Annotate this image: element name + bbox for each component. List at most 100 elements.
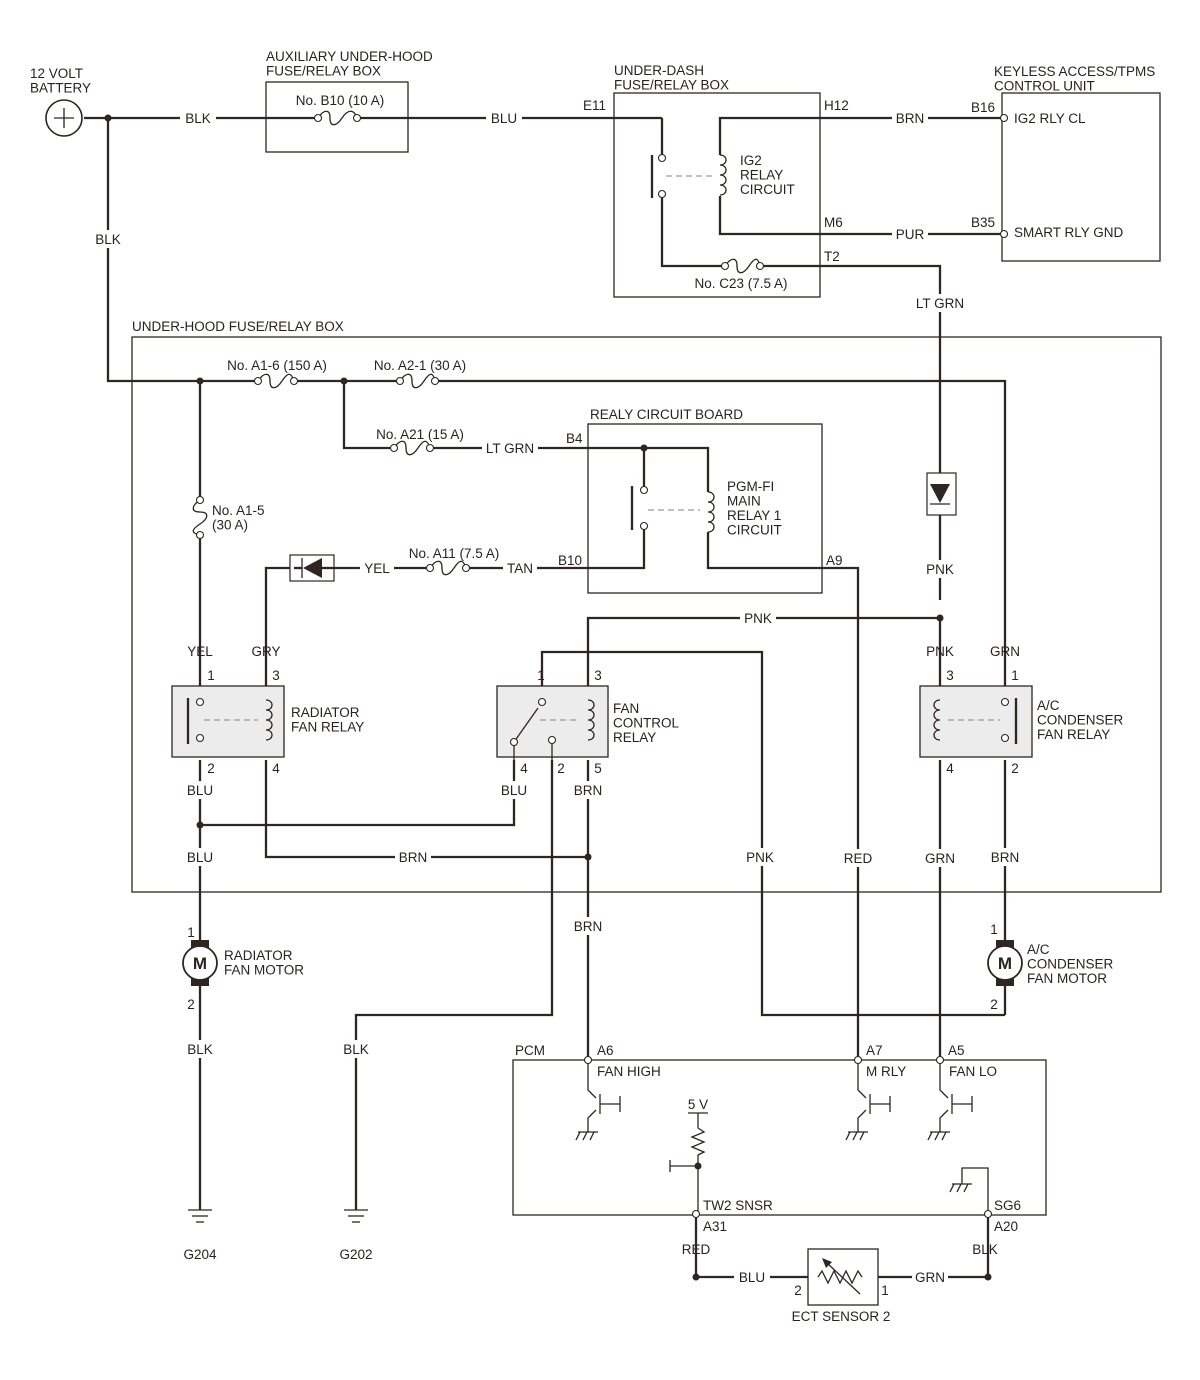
pcm-sg6-ground [949,1167,989,1214]
wire-label: YEL [364,561,390,576]
pin-label: B10 [558,553,582,568]
wire-label: BLK [95,232,121,247]
pgmfi-relay-symbol [630,485,715,533]
keyless-unit-outline [1001,92,1161,262]
pin-label: 1 [990,922,998,937]
wire-ltgrn-t2 [760,264,942,600]
pin-labels: E11 H12 M6 T2 B16 B35 IG2 RLY CL SMART R… [187,98,1123,1298]
pin-label: 2 [187,997,195,1012]
relay-board-outline [587,423,823,594]
fuse-labels: No. B10 (10 A) No. C23 (7.5 A) No. A1-6 … [212,93,788,561]
ig2-relay-symbol [650,153,727,199]
wire-brn-rad-relay [264,760,588,859]
wire-label: PUR [896,227,925,242]
wire-gry-rad-relay [264,566,294,692]
fuse-label: No. C23 (7.5 A) [694,276,787,291]
wire-pnk-ac-motor [540,650,1005,1017]
motor-symbol-label: M [998,954,1012,973]
pin-label: T2 [824,249,840,264]
wire-label: PNK [746,850,774,865]
wire-label: BRN [991,850,1020,865]
wire-label: BRN [399,850,428,865]
pcm-transistors [575,1060,973,1141]
fuses [192,110,765,576]
radiator-fan-relay-symbol [171,685,285,758]
diode-pnk [926,472,957,516]
pin-label: 4 [520,761,528,776]
wire-blu-fan-ctrl [200,760,516,827]
pin-label: 1 [881,1283,889,1298]
wire-blk-g202 [354,760,554,1210]
pin-label: 3 [946,668,954,683]
pin-label: SG6 [994,1198,1021,1213]
radiator-fan-motor-symbol [182,940,218,986]
pin-label: 2 [794,1283,802,1298]
pin-label: B4 [566,431,583,446]
under-dash-box-outline [613,92,821,298]
wire-pur-m6 [718,196,1004,236]
relay-board-label: REALY CIRCUIT BOARD [590,407,743,422]
wire-ig2-switch-bottom [660,194,725,268]
ground-g204-symbol [188,1209,212,1223]
pin-label: 3 [272,668,280,683]
five-volt-label: 5 V [688,1097,708,1112]
pin-label: SMART RLY GND [1014,225,1124,240]
wire-label: YEL [187,644,213,659]
ect-sensor-label: ECT SENSOR 2 [792,1309,891,1324]
fuse-label: No. B10 (10 A) [296,93,385,108]
wire-label: BRN [896,111,925,126]
fuse-a1-5-symbol [192,499,208,536]
ect-sensor-symbol [807,1248,879,1306]
wire-label: BLU [501,783,527,798]
diode-yel [289,554,335,582]
pin-label: TW2 SNSR [703,1198,773,1213]
ground-g204-label: G204 [183,1247,217,1262]
wire-label: GRN [990,644,1020,659]
pcm-outline [512,1059,1047,1216]
pin-label: 2 [557,761,565,776]
pin-label: A5 [948,1043,965,1058]
pin-label: A9 [826,553,843,568]
pin-label: 1 [1011,668,1019,683]
ground-g202-symbol [344,1209,368,1223]
fuse-a11-symbol [429,560,467,576]
pin-label: A7 [866,1043,883,1058]
wire-label: BLU [739,1270,765,1285]
wire-label: GRN [915,1270,945,1285]
pin-label: IG2 RLY CL [1014,111,1086,126]
wire-pgmfi-coil-top [644,446,710,492]
battery-symbol [45,99,83,137]
wire-a21-in [342,381,394,450]
pin-label: M RLY [866,1064,906,1079]
wire-label: RED [682,1242,711,1257]
wire-label: BLK [343,1042,369,1057]
pin-label: 3 [594,668,602,683]
wire-label: BLK [187,1042,213,1057]
pin-label: FAN LO [949,1064,997,1079]
pin-label: 1 [537,668,545,683]
wire-label: LT GRN [486,441,534,456]
wire-label: PNK [744,611,772,626]
pin-label: A20 [994,1219,1018,1234]
wire-label: RED [844,851,873,866]
under-hood-box-outline [131,336,1162,893]
pin-label: 1 [207,668,215,683]
fuse-label: No. A21 (15 A) [376,427,464,442]
pin-label: E11 [583,98,606,113]
wire-label: BLK [185,111,211,126]
pcm-label: PCM [515,1043,545,1058]
pin-label: 2 [1011,761,1019,776]
pin-label: 2 [207,761,215,776]
pin-label: 5 [594,761,602,776]
wire-grn-a2-1 [435,379,1007,692]
wire-label: PNK [926,562,954,577]
